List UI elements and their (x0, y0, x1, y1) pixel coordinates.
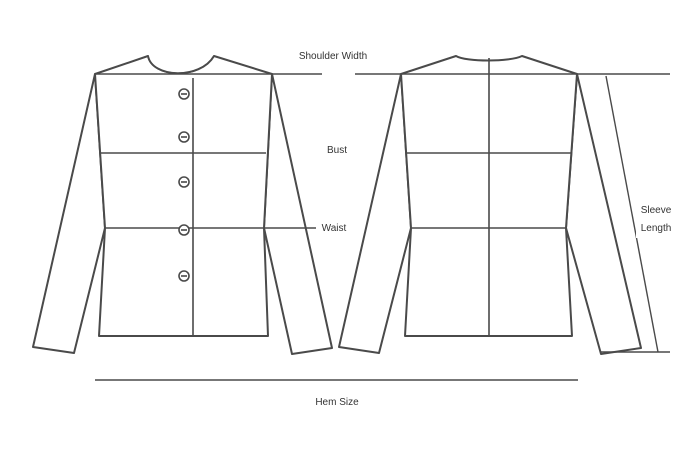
back-right-sleeve (565, 73, 642, 355)
button-2 (178, 131, 190, 143)
bust-label: Bust (327, 145, 347, 156)
back-left-sleeve (338, 73, 412, 354)
button-3 (178, 176, 190, 188)
sleeve-length-line (605, 75, 659, 353)
sleeve-label-bg (636, 200, 676, 238)
button-1 (178, 88, 190, 100)
front-right-sleeve (263, 73, 333, 355)
front-neckline (147, 55, 215, 75)
waist-label: Waist (322, 223, 347, 234)
hem-size-label: Hem Size (315, 397, 359, 408)
button-4 (178, 224, 190, 236)
shoulder-width-label: Shoulder Width (299, 51, 367, 62)
button-5 (178, 270, 190, 282)
front-left-sleeve (32, 73, 106, 354)
length-label: Length (641, 223, 672, 234)
waist-label-bg (316, 220, 352, 234)
front-view (32, 55, 333, 355)
back-view (338, 55, 670, 355)
sleeve-label: Sleeve (641, 205, 672, 216)
